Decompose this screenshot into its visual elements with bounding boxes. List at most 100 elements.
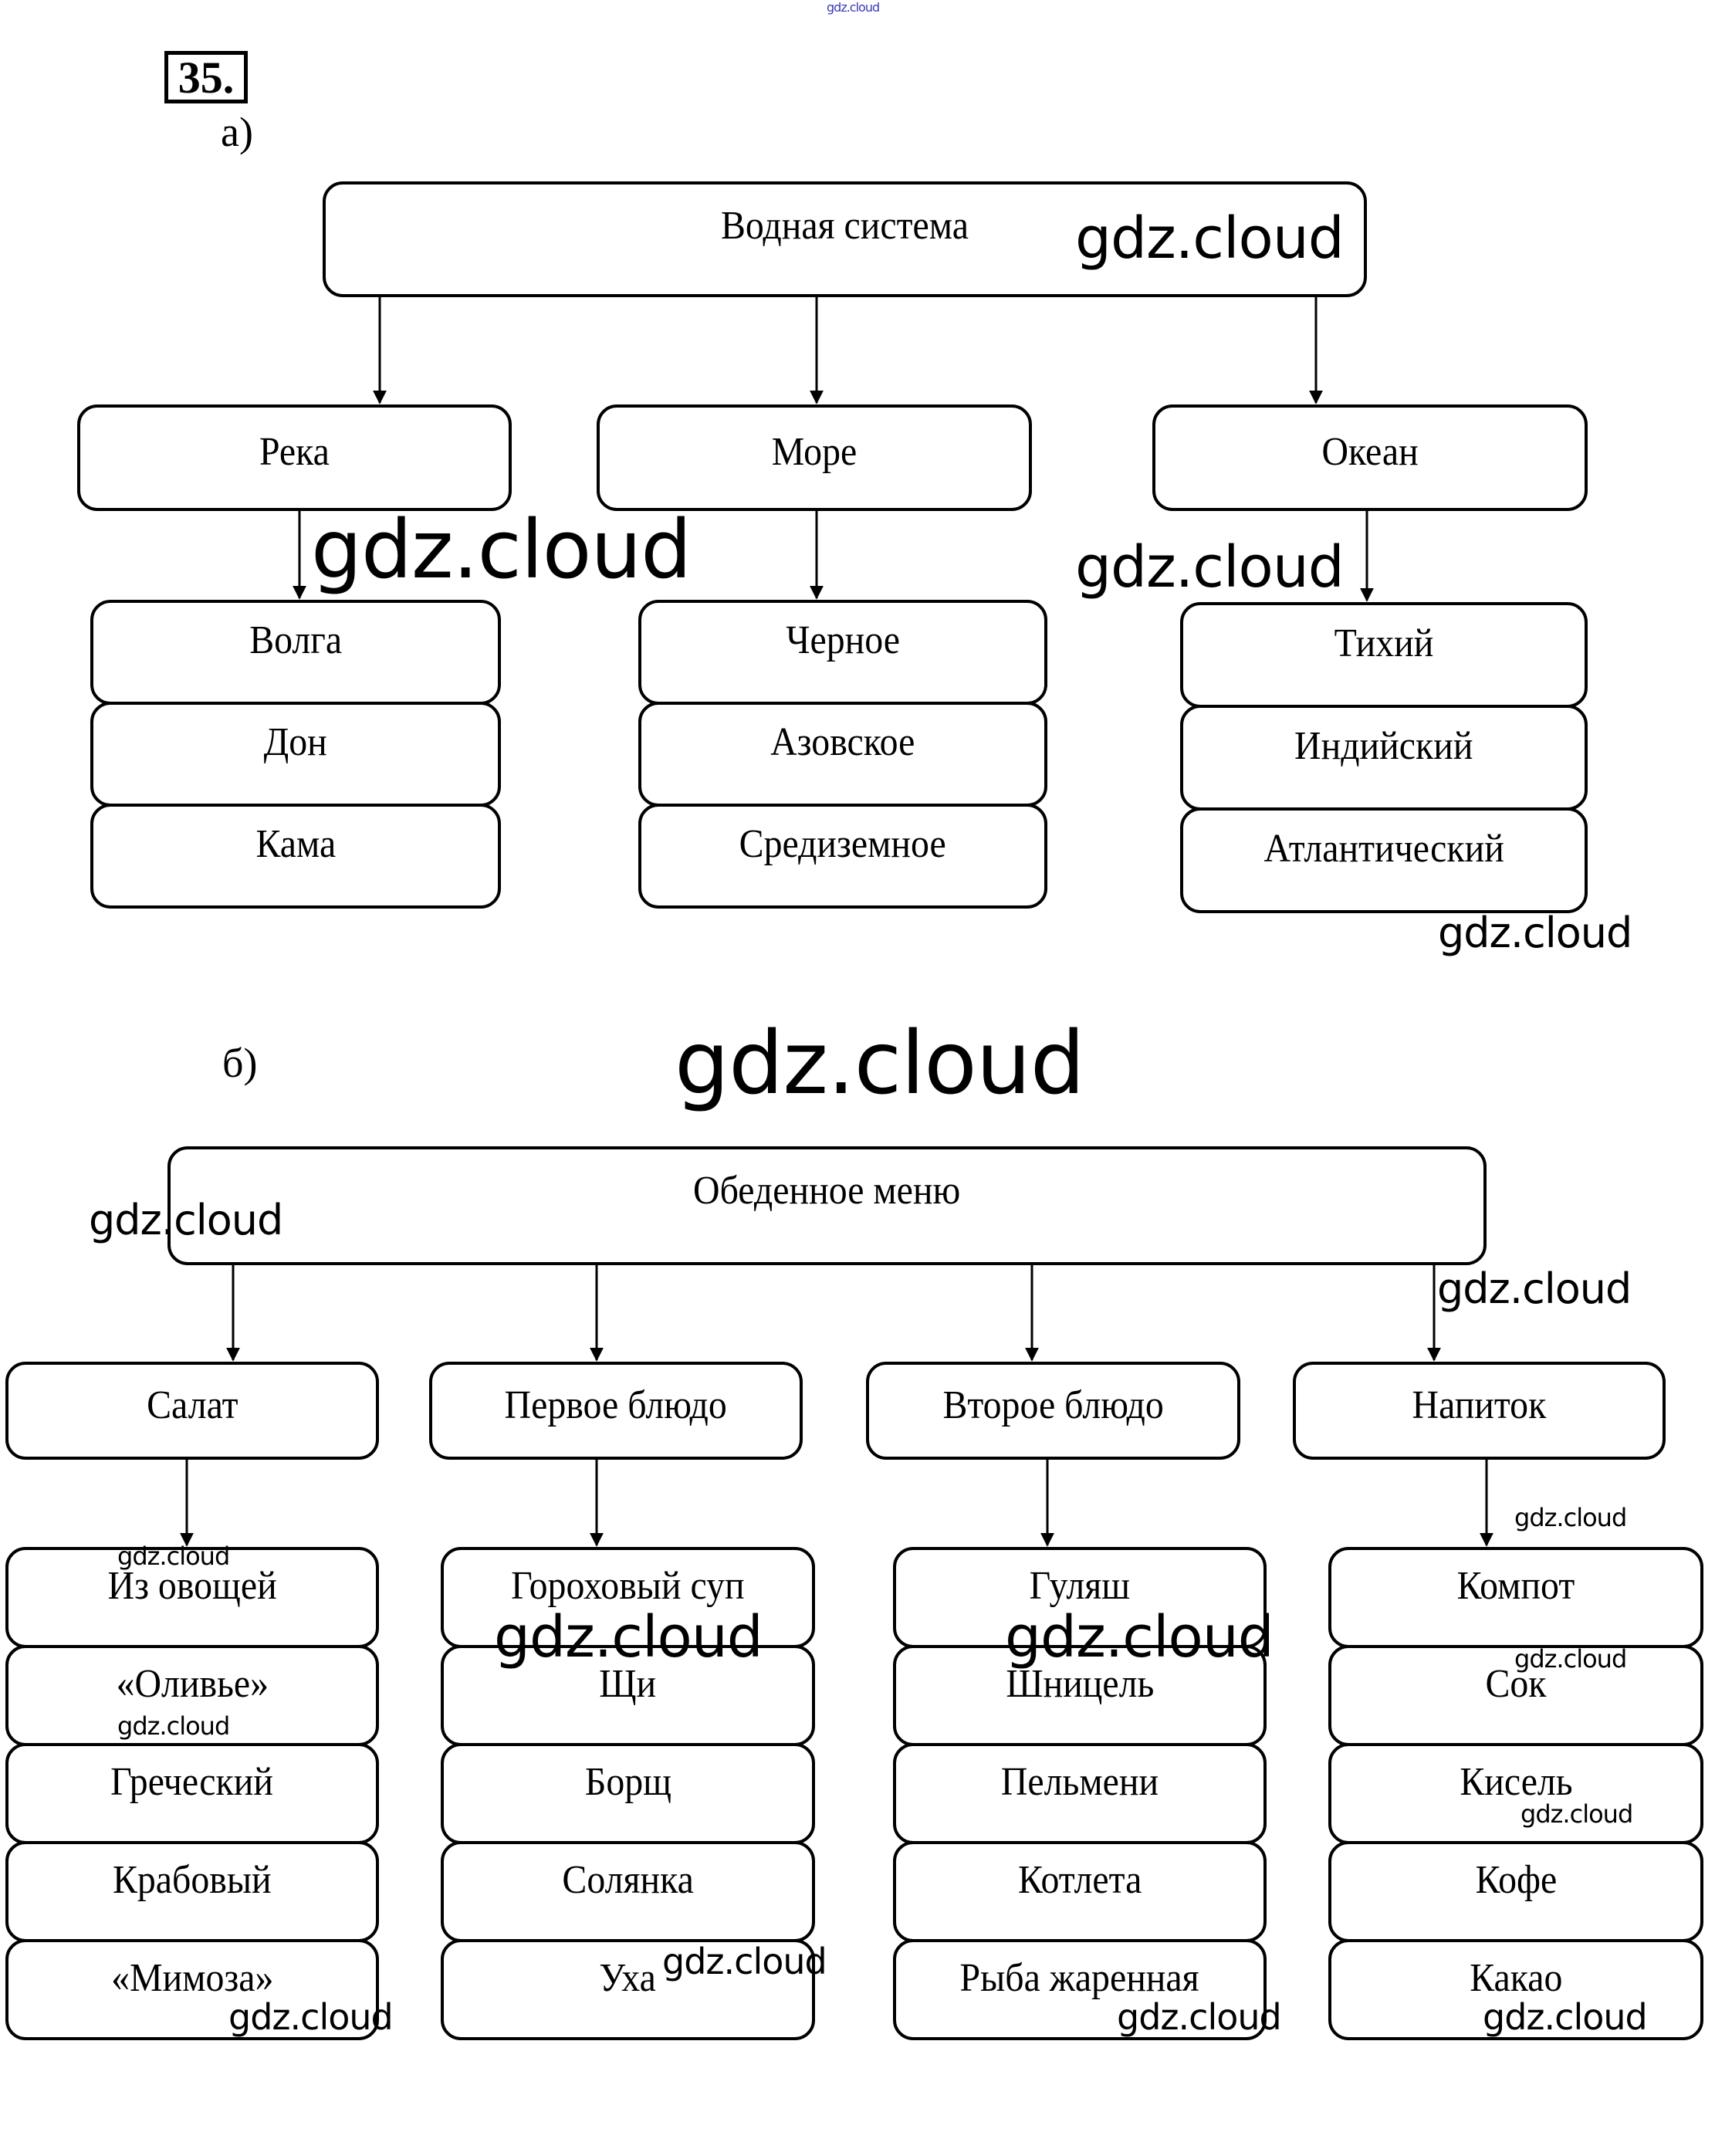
item-label: Щи [599, 1661, 657, 1706]
item-label: Атлантический [1263, 826, 1504, 871]
list-vtoroe-bludo: Гуляш Шницель Пельмени Котлета Рыба жаре… [893, 1547, 1267, 2040]
item-label: Кама [255, 822, 336, 866]
list-item: Средиземное [638, 804, 1047, 909]
list-more: Черное Азовское Средиземное [638, 600, 1047, 909]
watermark: gdz.cloud [494, 1604, 763, 1670]
watermark: gdz.cloud [117, 1711, 230, 1741]
item-label: Уха [599, 1955, 657, 2000]
list-item: Кофе [1328, 1841, 1703, 1942]
list-item: Сок [1328, 1645, 1703, 1746]
node-okean: Океан [1152, 404, 1588, 511]
node-vtoroe-bludo: Второе блюдо [866, 1362, 1240, 1460]
watermark: gdz.cloud [1483, 1996, 1648, 2038]
list-item: Волга [90, 600, 501, 705]
item-label: Кофе [1475, 1857, 1557, 1902]
item-label: Средиземное [739, 822, 947, 866]
item-label: Индийский [1294, 723, 1473, 768]
list-item: Солянка [441, 1841, 815, 1942]
node-label: Океан [1321, 430, 1419, 474]
list-item: Азовское [638, 702, 1047, 807]
watermark: gdz.cloud [662, 1941, 827, 1982]
list-okean: Тихий Индийский Атлантический [1180, 602, 1588, 913]
list-item: Индийский [1180, 705, 1588, 811]
list-item: Какао [1328, 1939, 1703, 2040]
item-label: Кисель [1459, 1759, 1573, 1804]
list-item: Борщ [441, 1743, 815, 1844]
item-label: Котлета [1017, 1857, 1142, 1902]
node-label: Обеденное меню [693, 1169, 961, 1213]
list-item: Котлета [893, 1841, 1267, 1942]
list-salat: Из овощей «Оливье» Греческий Крабовый «М… [5, 1547, 379, 2040]
node-reka: Река [77, 404, 512, 511]
item-label: Волга [249, 618, 342, 662]
list-item: Черное [638, 600, 1047, 705]
part-a-label: а) [221, 109, 253, 155]
item-label: Тихий [1334, 621, 1434, 665]
item-label: Греческий [110, 1759, 274, 1804]
list-item: Крабовый [5, 1841, 379, 1942]
item-label: Шницель [1006, 1661, 1154, 1706]
watermark: gdz.cloud [1075, 205, 1345, 272]
node-label: Море [771, 430, 857, 474]
part-b-label: б) [222, 1040, 258, 1086]
item-label: Гороховый суп [511, 1563, 745, 1608]
node-label: Водная система [721, 204, 969, 248]
root-node-water-system: Водная система [323, 181, 1367, 297]
node-napitok: Напиток [1293, 1362, 1666, 1460]
list-item: Шницель [893, 1645, 1267, 1746]
watermark: gdz.cloud [1438, 909, 1632, 957]
list-item: Атлантический [1180, 807, 1588, 913]
item-label: Какао [1469, 1955, 1563, 2000]
watermark: gdz.cloud [1514, 1503, 1627, 1532]
node-pervoe-bludo: Первое блюдо [429, 1362, 803, 1460]
node-more: Море [597, 404, 1032, 511]
list-item: Кисель [1328, 1743, 1703, 1844]
item-label: Солянка [562, 1857, 694, 1902]
item-label: Компот [1456, 1563, 1575, 1608]
watermark: gdz.cloud [675, 1014, 1085, 1114]
node-label: Река [259, 430, 330, 474]
node-label: Салат [146, 1383, 238, 1427]
item-label: Дон [263, 720, 328, 764]
list-item: Компот [1328, 1547, 1703, 1648]
root-node-dinner-menu: Обеденное меню [167, 1146, 1487, 1265]
watermark: gdz.cloud [1437, 1264, 1632, 1313]
list-item: Дон [90, 702, 501, 807]
node-label: Первое блюдо [504, 1383, 728, 1427]
watermark: gdz.cloud [117, 1542, 230, 1571]
list-item: «Мимоза» [5, 1939, 379, 2040]
list-item: Греческий [5, 1743, 379, 1844]
list-item: Уха [441, 1939, 815, 2040]
watermark: gdz.cloud [1514, 1644, 1627, 1674]
watermark: gdz.cloud [311, 503, 692, 597]
watermark: gdz.cloud [1117, 1996, 1282, 2038]
watermark: gdz.cloud [89, 1196, 283, 1244]
watermark: gdz.cloud [1075, 534, 1345, 601]
item-label: Сок [1485, 1661, 1547, 1706]
list-napitok: Компот Сок Кисель Кофе Какао [1328, 1547, 1703, 2040]
watermark: gdz.cloud [1005, 1604, 1274, 1670]
watermark: gdz.cloud [228, 1996, 394, 2038]
node-label: Второе блюдо [942, 1383, 1164, 1427]
list-item: Гороховый суп [441, 1547, 815, 1648]
list-reka: Волга Дон Кама [90, 600, 501, 909]
item-label: Рыба жаренная [959, 1955, 1200, 2000]
item-label: Черное [786, 618, 900, 662]
watermark: gdz.cloud [827, 0, 880, 15]
item-label: «Мимоза» [110, 1955, 274, 2000]
list-item: Щи [441, 1645, 815, 1746]
node-salat: Салат [5, 1362, 379, 1460]
list-item: Пельмени [893, 1743, 1267, 1844]
list-item: Из овощей [5, 1547, 379, 1648]
item-label: Азовское [770, 720, 915, 764]
watermark: gdz.cloud [1520, 1799, 1633, 1829]
list-item: Кама [90, 804, 501, 909]
item-label: Гуляш [1029, 1563, 1131, 1608]
item-label: Из овощей [107, 1563, 277, 1608]
task-number: 35. [164, 51, 248, 103]
list-item: Рыба жаренная [893, 1939, 1267, 2040]
list-item: Тихий [1180, 602, 1588, 708]
item-label: «Оливье» [116, 1661, 269, 1706]
item-label: Пельмени [1000, 1759, 1159, 1804]
